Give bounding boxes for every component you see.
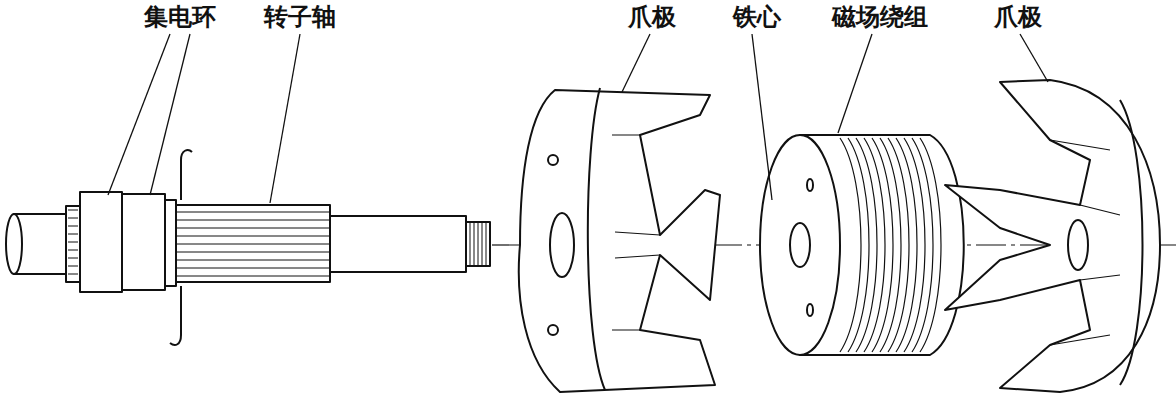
rotor-shaft: [6, 150, 490, 345]
part-label: 铁心: [733, 3, 781, 31]
part-label: 集电环: [144, 3, 216, 31]
part-label: 转子轴: [264, 3, 336, 31]
part-label: 爪极: [628, 3, 676, 31]
leader-line: [108, 34, 1048, 203]
field-core: [760, 135, 964, 355]
claw-pole: [945, 80, 1160, 392]
part-label: 磁场绕组: [832, 3, 928, 31]
part-label: 爪极: [994, 3, 1042, 31]
claw-pole: [519, 88, 720, 392]
